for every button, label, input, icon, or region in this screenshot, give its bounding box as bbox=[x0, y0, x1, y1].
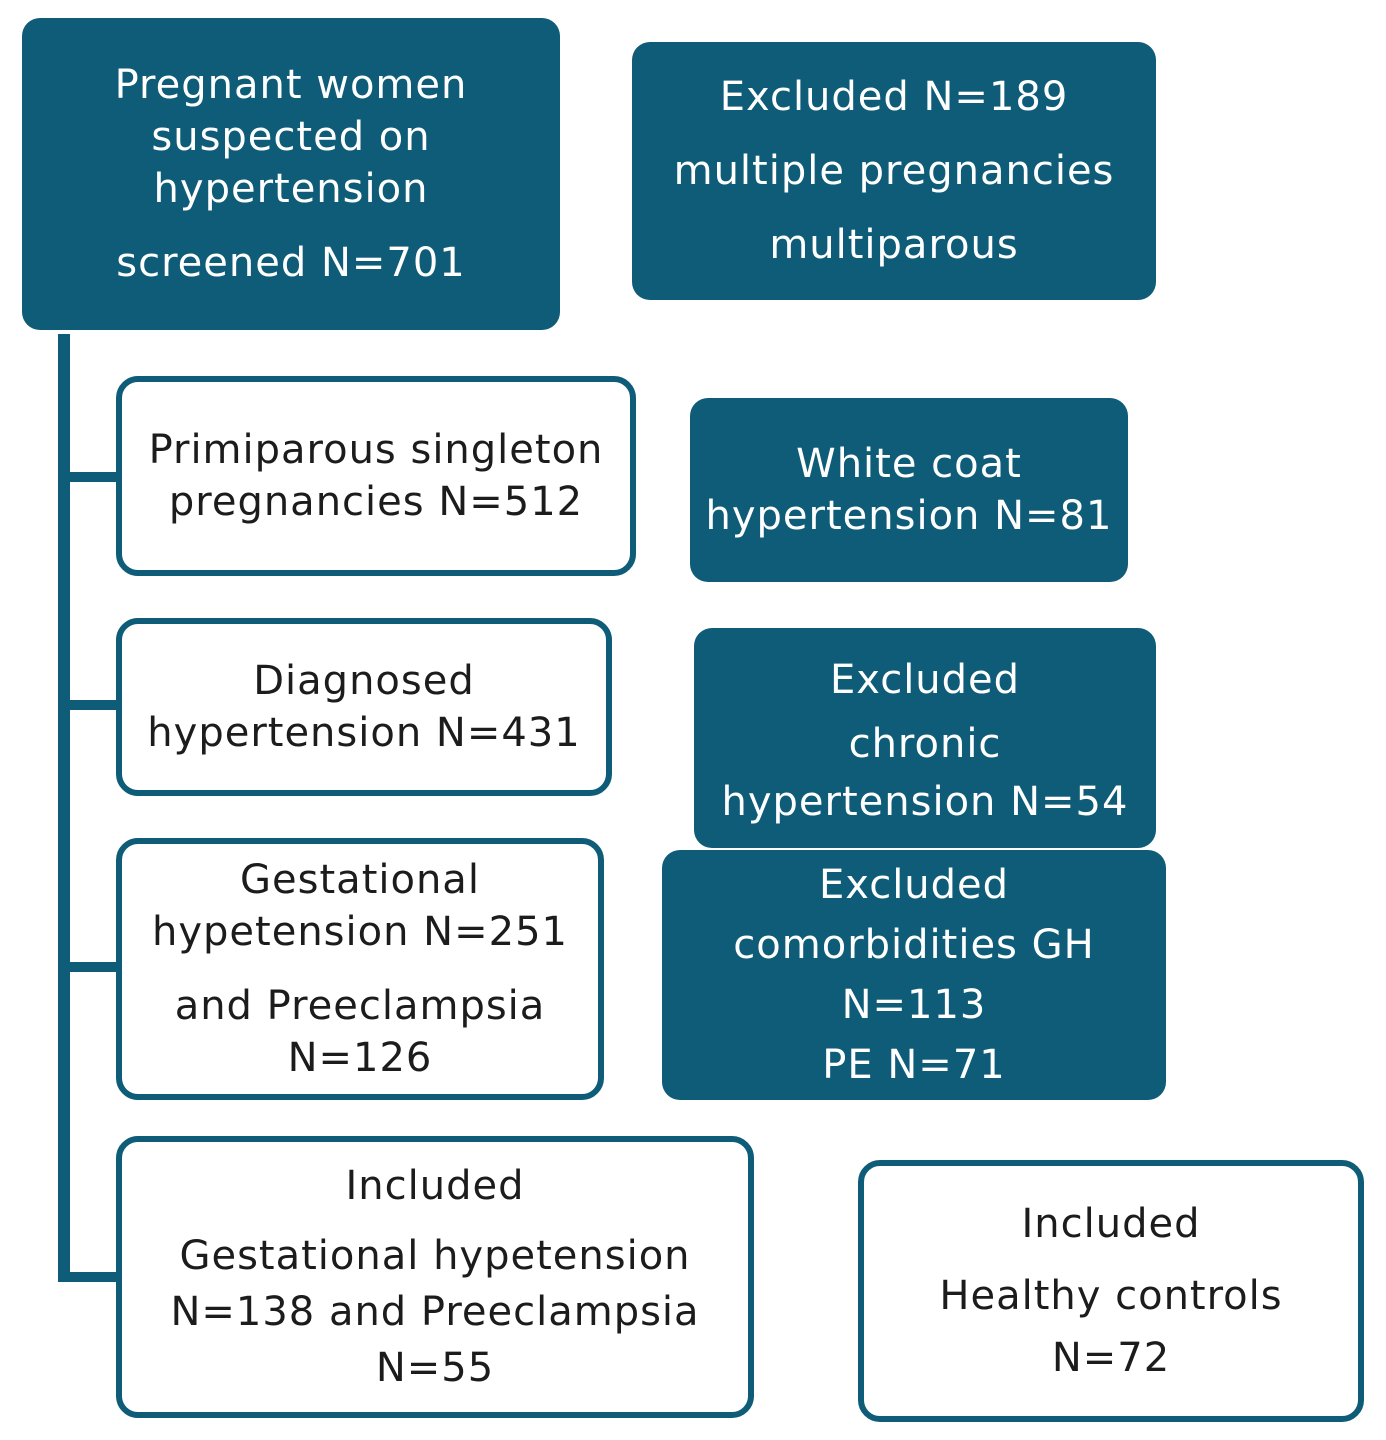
excluded-comorbidities-line-4: PE N=71 bbox=[822, 1042, 1006, 1088]
connector-branch-gestational bbox=[58, 962, 120, 972]
included-cases-line-2: Gestational hypetension bbox=[179, 1233, 691, 1279]
screening-line-4: screened N=701 bbox=[116, 240, 466, 286]
connector-branch-primiparous bbox=[58, 472, 120, 482]
primiparous-line-2: pregnancies N=512 bbox=[168, 479, 584, 525]
screening-line-3: hypertension bbox=[153, 166, 429, 212]
excluded-comorbidities-line-3: N=113 bbox=[841, 982, 987, 1028]
primiparous-line-1: Primiparous singleton bbox=[148, 427, 604, 473]
screening-line-2: suspected on bbox=[151, 114, 431, 160]
screening-line-1: Pregnant women bbox=[114, 62, 468, 108]
excluded-multiple-line-2: multiple pregnancies bbox=[673, 148, 1115, 194]
white-coat-line-1: White coat bbox=[796, 441, 1022, 487]
included-controls-line-1: Included bbox=[1021, 1201, 1201, 1247]
excluded-comorbidities-line-1: Excluded bbox=[818, 862, 1010, 908]
excluded-multiple-line-3: multiparous bbox=[769, 222, 1019, 268]
diagnosed-line-1: Diagnosed bbox=[253, 658, 475, 704]
white-coat-box: White coat hypertension N=81 bbox=[690, 398, 1128, 582]
excluded-multiple-box: Excluded N=189 multiple pregnancies mult… bbox=[632, 42, 1156, 300]
gestational-box: Gestational hypetension N=251 and Preecl… bbox=[116, 838, 604, 1100]
diagnosed-box: Diagnosed hypertension N=431 bbox=[116, 618, 612, 796]
included-controls-box: Included Healthy controls N=72 bbox=[858, 1160, 1364, 1422]
gestational-line-1: Gestational bbox=[240, 857, 480, 903]
excluded-comorbidities-line-2: comorbidities GH bbox=[733, 922, 1095, 968]
gestational-line-2: hypetension N=251 bbox=[152, 909, 568, 955]
connector-branch-diagnosed bbox=[58, 700, 120, 710]
diagnosed-line-2: hypertension N=431 bbox=[147, 710, 581, 756]
primiparous-box: Primiparous singleton pregnancies N=512 bbox=[116, 376, 636, 576]
screening-box: Pregnant women suspected on hypertension… bbox=[22, 18, 560, 330]
included-cases-line-1: Included bbox=[345, 1163, 525, 1209]
excluded-chronic-box: Excluded chronic hypertension N=54 bbox=[694, 628, 1156, 848]
excluded-chronic-line-1: Excluded bbox=[829, 657, 1021, 703]
connector-branch-included bbox=[58, 1272, 120, 1282]
gestational-line-3: and Preeclampsia bbox=[174, 983, 546, 1029]
included-cases-box: Included Gestational hypetension N=138 a… bbox=[116, 1136, 754, 1418]
excluded-comorbidities-box: Excluded comorbidities GH N=113 PE N=71 bbox=[662, 850, 1166, 1100]
excluded-chronic-line-2: chronic bbox=[848, 721, 1002, 767]
included-cases-line-4: N=55 bbox=[375, 1345, 495, 1391]
connector-vertical bbox=[58, 334, 70, 1282]
included-controls-line-2: Healthy controls bbox=[939, 1273, 1283, 1319]
included-controls-line-3: N=72 bbox=[1051, 1335, 1171, 1381]
included-cases-line-3: N=138 and Preeclampsia bbox=[170, 1289, 700, 1335]
gestational-line-4: N=126 bbox=[287, 1035, 433, 1081]
excluded-multiple-line-1: Excluded N=189 bbox=[719, 74, 1069, 120]
white-coat-line-2: hypertension N=81 bbox=[705, 493, 1113, 539]
excluded-chronic-line-3: hypertension N=54 bbox=[721, 779, 1129, 825]
